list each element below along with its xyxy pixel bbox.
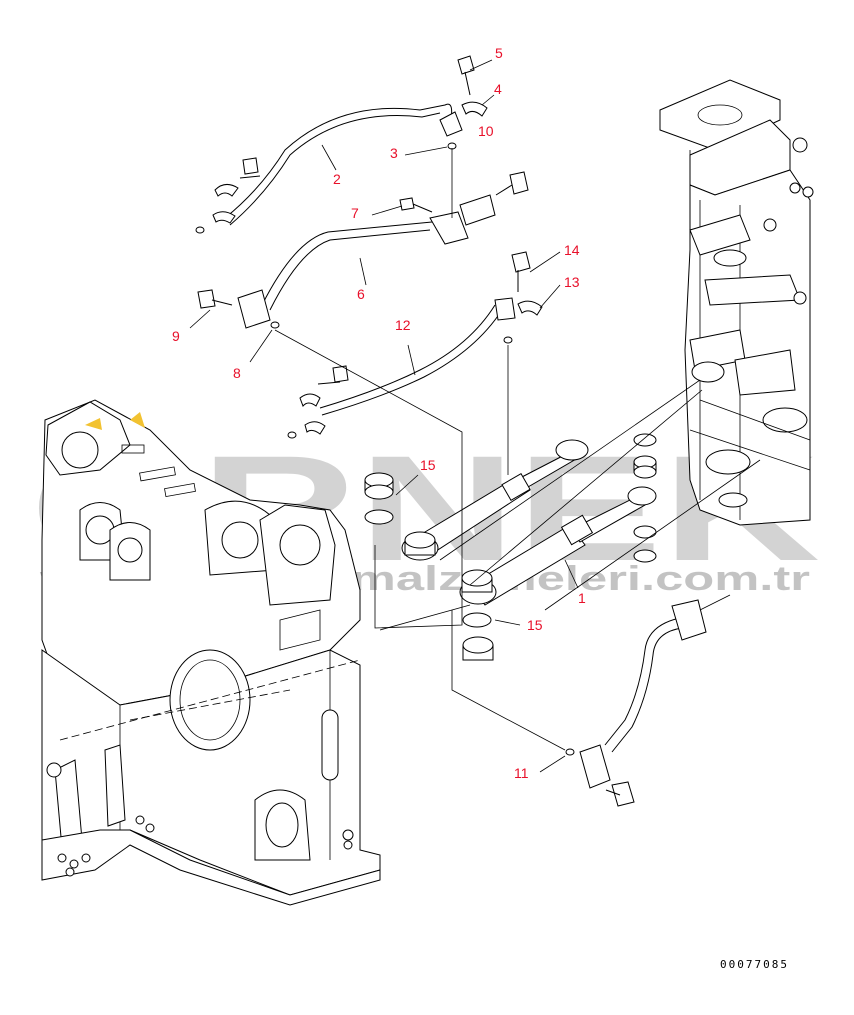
leader-lines xyxy=(274,329,761,751)
tube-6 xyxy=(237,194,496,329)
callout-13: 13 xyxy=(564,274,580,290)
callout-4: 4 xyxy=(494,81,502,97)
tube-lower xyxy=(579,594,731,789)
callout-9: 9 xyxy=(172,328,180,344)
callout-8: 8 xyxy=(233,365,241,381)
callouts: 5 4 10 3 2 7 14 13 6 9 12 8 15 15 1 11 xyxy=(172,45,586,781)
bushing-set-left xyxy=(364,472,494,661)
accent-mark xyxy=(85,418,102,430)
callout-5: 5 xyxy=(495,45,503,61)
callout-15b: 15 xyxy=(527,617,543,633)
callout-7: 7 xyxy=(351,205,359,221)
callout-1: 1 xyxy=(578,590,586,606)
callout-2: 2 xyxy=(333,171,341,187)
hose-12 xyxy=(299,297,516,435)
document-number: 00077085 xyxy=(720,958,789,971)
callout-3: 3 xyxy=(390,145,398,161)
callout-10: 10 xyxy=(478,123,494,139)
fasteners xyxy=(195,55,635,807)
callout-11: 11 xyxy=(514,765,529,781)
callout-15a: 15 xyxy=(420,457,436,473)
callout-14: 14 xyxy=(564,242,580,258)
hose-2 xyxy=(212,103,463,226)
callout-6: 6 xyxy=(357,286,365,302)
cylinder-upper xyxy=(401,439,589,561)
rear-frame xyxy=(659,79,814,526)
main-frame xyxy=(41,399,381,906)
callout-12: 12 xyxy=(395,317,411,333)
